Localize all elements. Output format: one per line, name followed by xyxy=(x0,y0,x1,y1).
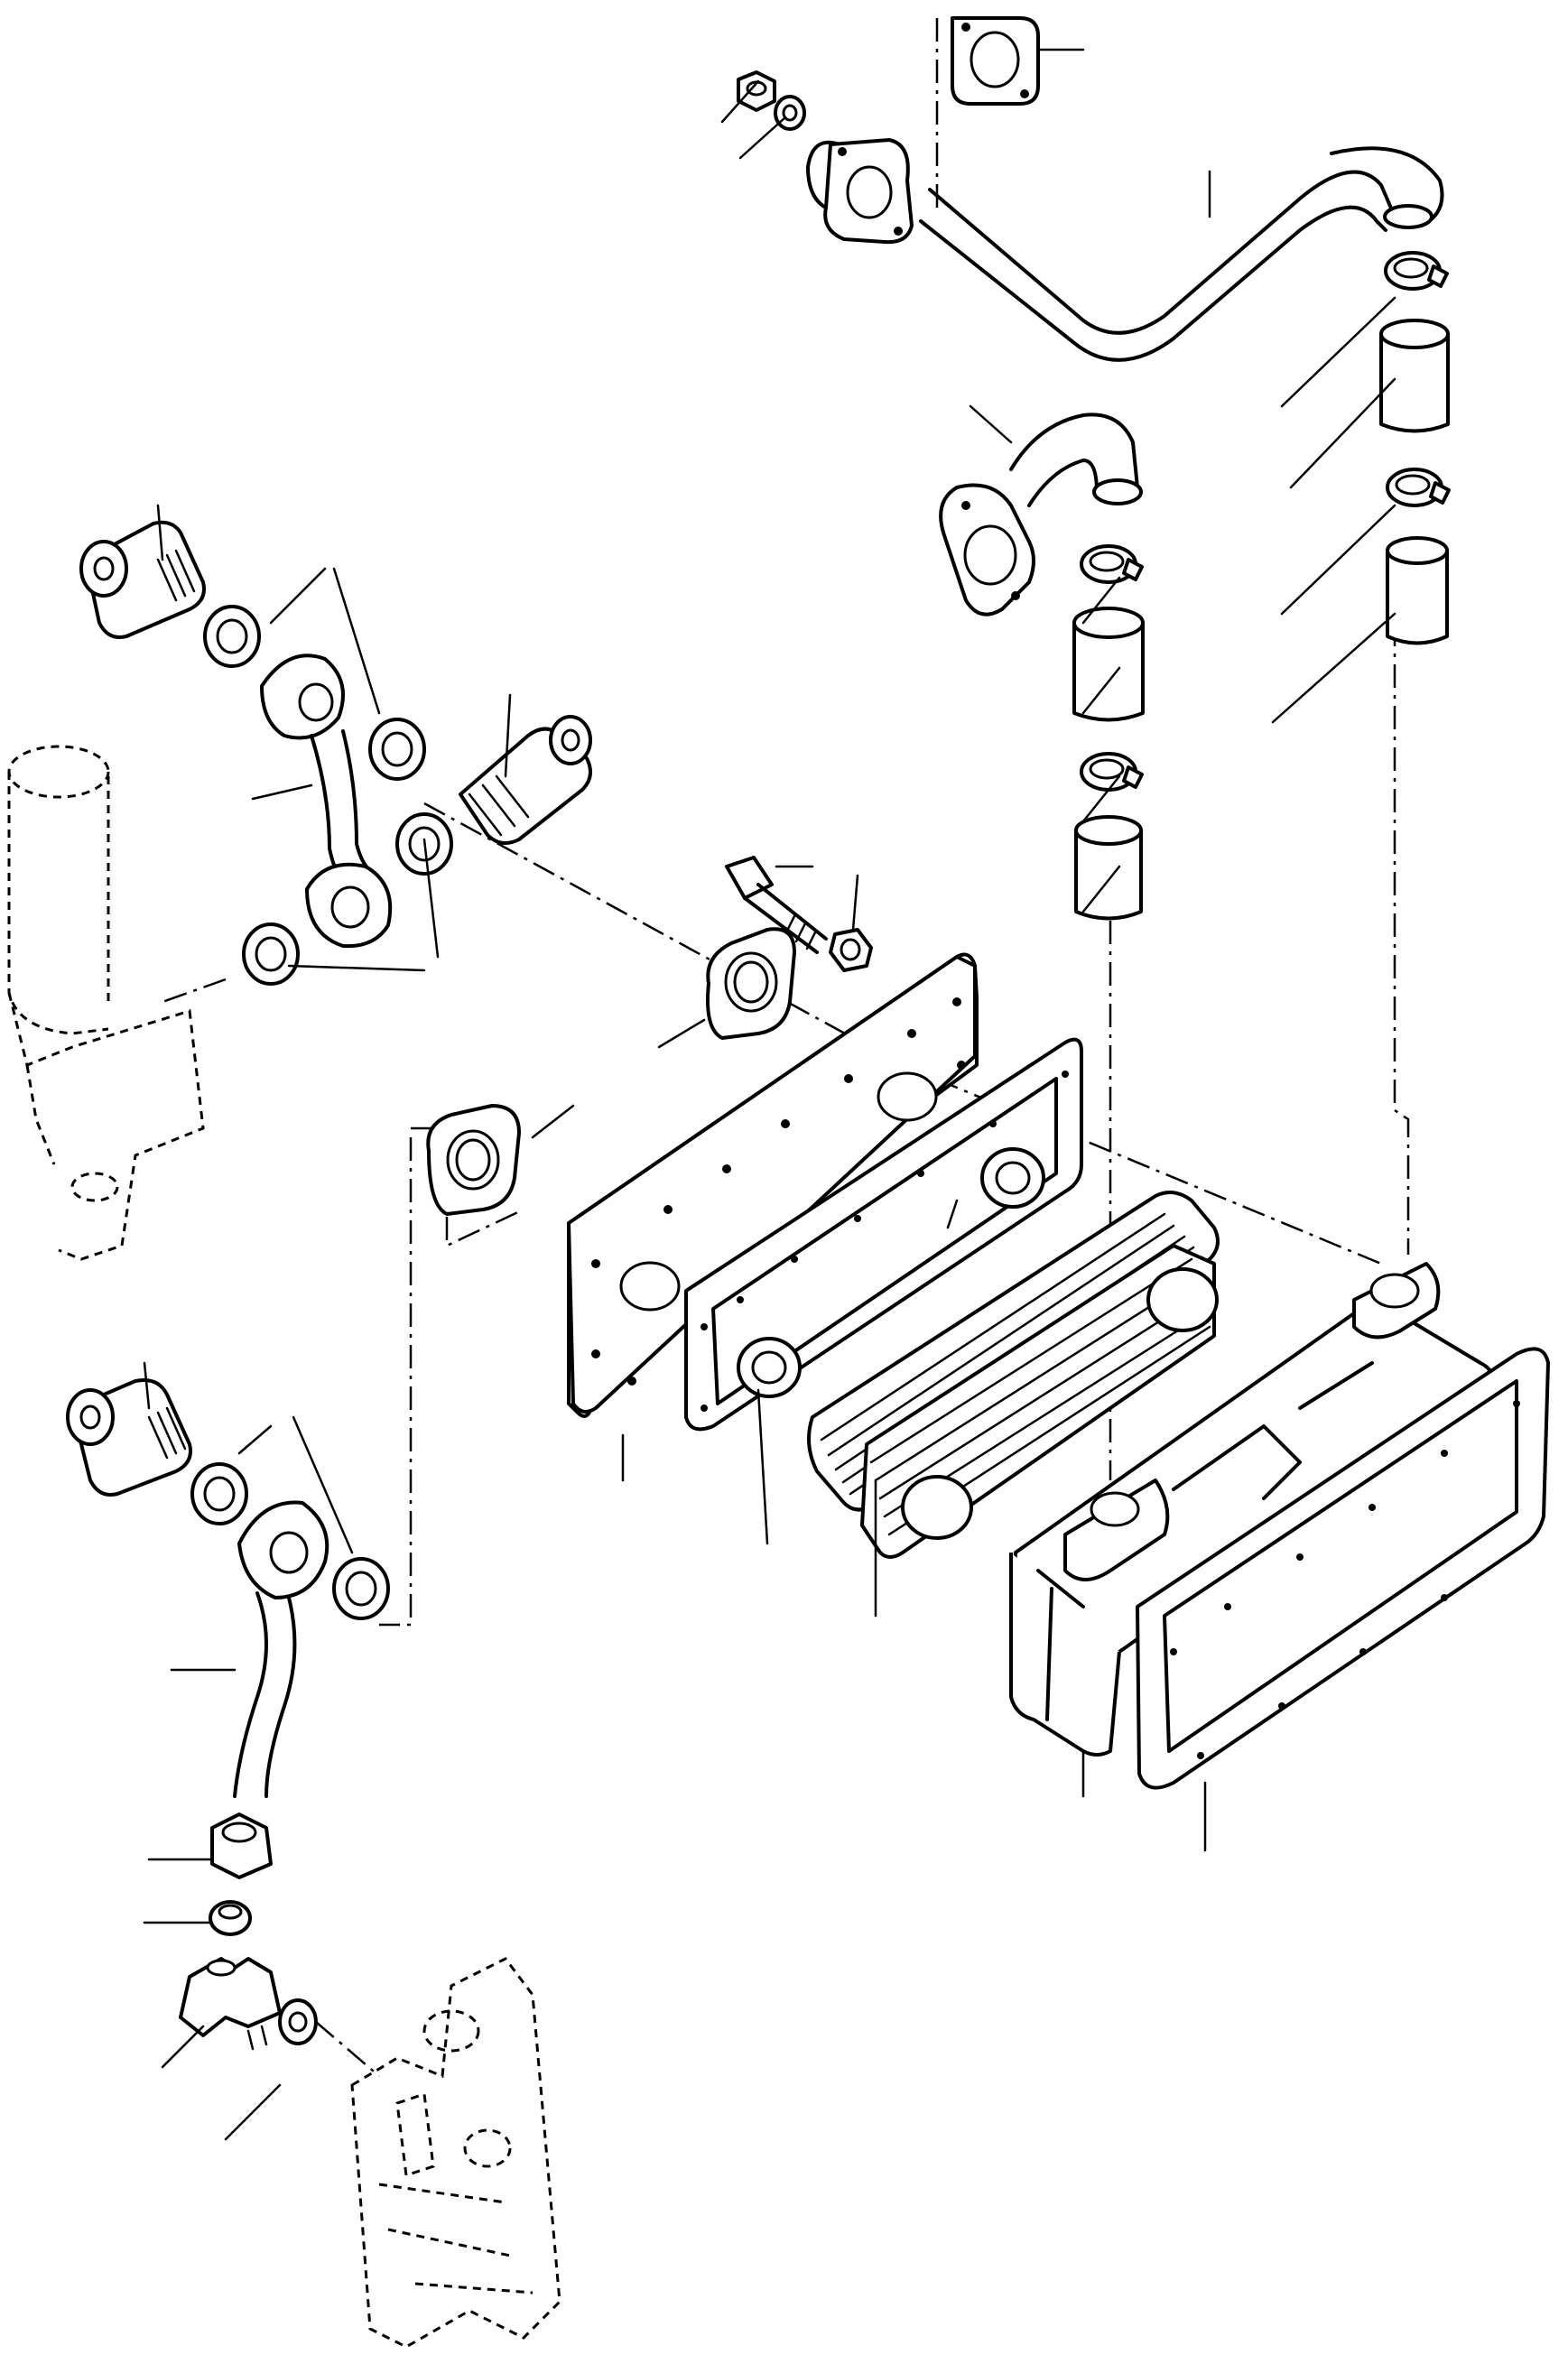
oil-pipe-upper xyxy=(806,138,1444,362)
banjo-pipe-lower xyxy=(233,1500,329,1798)
pipe-flange-upper xyxy=(706,927,796,1040)
oil-cooler-housing xyxy=(1009,1262,1495,1757)
sealing-washer-4 xyxy=(242,922,300,986)
pipe-flange-lower xyxy=(426,1104,521,1216)
hose-clamp-left-1 xyxy=(1080,544,1144,584)
nut-top xyxy=(737,70,776,112)
hose-right-1 xyxy=(1379,319,1450,433)
hose-left-2 xyxy=(1074,815,1143,921)
banjo-bolt-upper-right xyxy=(459,715,592,845)
oil-pipe-elbow xyxy=(939,413,1143,616)
olive-ring xyxy=(209,1900,252,1936)
oil-cooler-gasket xyxy=(684,1037,1083,1432)
hose-left-1 xyxy=(1072,607,1145,722)
engine-block-outline-lower xyxy=(350,1957,561,2349)
sealing-washer-5 xyxy=(190,1462,248,1525)
flange-nut xyxy=(829,928,873,972)
oil-cooler-core xyxy=(807,1191,1220,1559)
hose-clamp-right-1 xyxy=(1384,251,1449,291)
hose-clamp-left-2 xyxy=(1080,752,1144,792)
engine-block-outline-upper xyxy=(7,745,205,1261)
flange-gasket-top xyxy=(951,16,1040,106)
hose-right-2 xyxy=(1386,536,1449,645)
flange-bolt xyxy=(725,856,828,954)
banjo-bolt-lower xyxy=(66,1378,192,1497)
oil-cooler-cover-plate xyxy=(567,952,979,1418)
banjo-bolt-upper-left xyxy=(79,520,206,639)
lock-washer-top xyxy=(774,95,806,131)
banjo-pipe-upper xyxy=(260,654,393,949)
leader-lines xyxy=(143,48,1396,2141)
fitting-washer xyxy=(278,1998,318,2045)
sealing-washer-1 xyxy=(203,605,261,668)
oil-cooler-housing-gasket xyxy=(1136,1347,1550,1790)
alignment-lines xyxy=(162,18,1410,2077)
elbow-fitting xyxy=(179,1957,282,2051)
sealing-washer-2 xyxy=(368,718,426,781)
union-nut xyxy=(210,1812,273,1879)
hose-clamp-right-2 xyxy=(1386,468,1451,507)
sealing-washer-6 xyxy=(332,1557,390,1620)
